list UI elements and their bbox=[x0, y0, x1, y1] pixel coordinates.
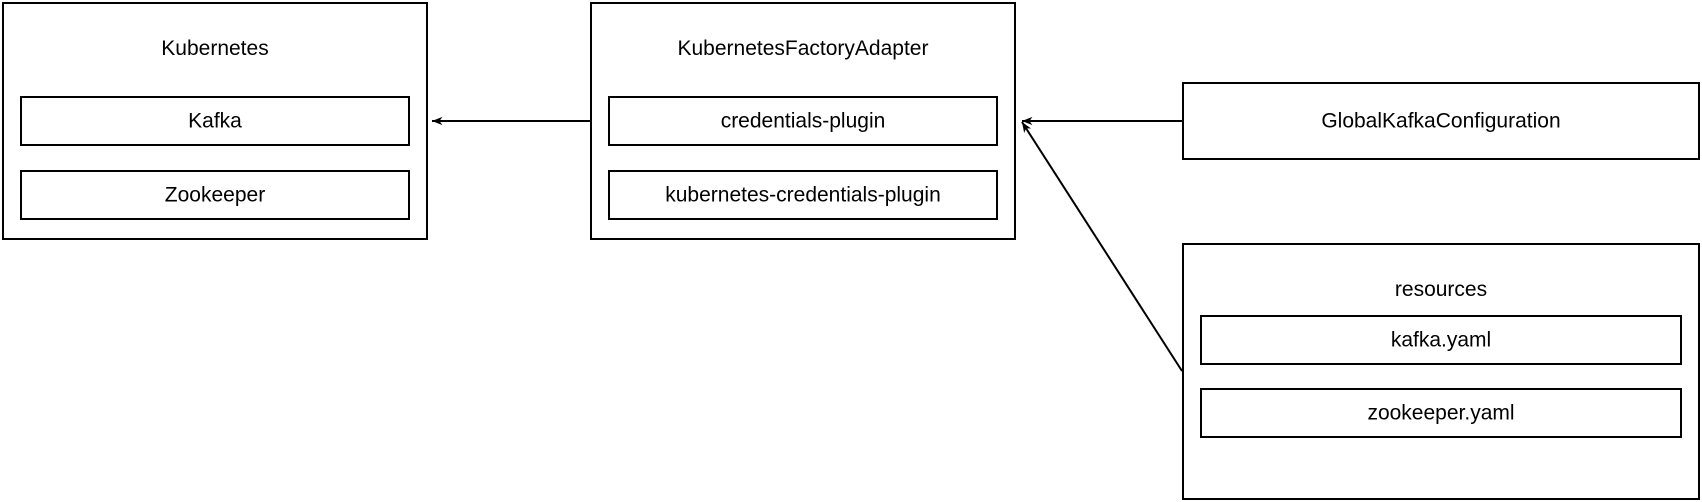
group-kubernetes-title: Kubernetes bbox=[161, 37, 269, 60]
node-credentials-plugin[interactable]: credentials-plugin bbox=[608, 96, 998, 146]
node-zookeeper-label: Zookeeper bbox=[164, 183, 266, 207]
group-kubernetes-factory-adapter-title: KubernetesFactoryAdapter bbox=[677, 37, 929, 60]
node-kubernetes-credentials-plugin-label: kubernetes-credentials-plugin bbox=[665, 183, 941, 207]
node-credentials-plugin-label: credentials-plugin bbox=[720, 109, 886, 133]
group-resources[interactable]: resources bbox=[1182, 243, 1700, 500]
node-global-kafka-configuration[interactable]: GlobalKafkaConfiguration bbox=[1182, 82, 1700, 160]
node-global-kafka-configuration-label: GlobalKafkaConfiguration bbox=[1321, 109, 1561, 133]
node-kafka-yaml[interactable]: kafka.yaml bbox=[1200, 315, 1682, 365]
edge-resources-to-adapter bbox=[1021, 121, 1183, 372]
node-kafka[interactable]: Kafka bbox=[20, 96, 410, 146]
node-kafka-yaml-label: kafka.yaml bbox=[1390, 328, 1492, 352]
node-kubernetes-credentials-plugin[interactable]: kubernetes-credentials-plugin bbox=[608, 170, 998, 220]
node-kafka-label: Kafka bbox=[188, 109, 242, 133]
node-zookeeper-yaml-label: zookeeper.yaml bbox=[1367, 401, 1515, 425]
node-zookeeper-yaml[interactable]: zookeeper.yaml bbox=[1200, 388, 1682, 438]
node-zookeeper[interactable]: Zookeeper bbox=[20, 170, 410, 220]
group-resources-title: resources bbox=[1394, 278, 1488, 301]
